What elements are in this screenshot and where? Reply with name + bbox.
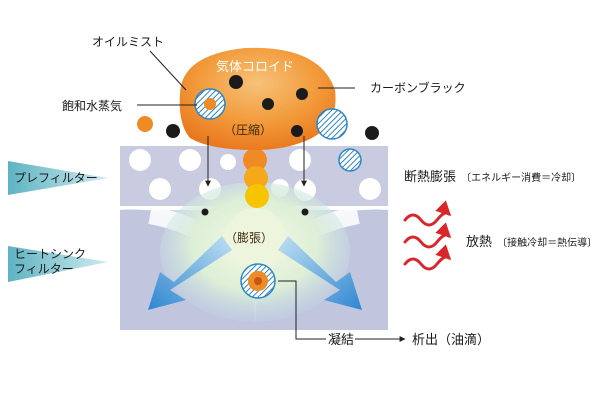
heat-wave-arrow-icon	[403, 200, 452, 271]
prefilter-pointer	[8, 161, 108, 195]
label-heat-release: 放熱 〔接触冷却＝熱伝導〕	[466, 231, 597, 250]
heat-release-note: 〔接触冷却＝熱伝導〕	[497, 236, 597, 249]
compression-stream	[243, 148, 269, 208]
expansion-core	[225, 208, 285, 268]
label-condensation: 凝結	[328, 332, 354, 348]
label-heatsink-1: ヒートシンク	[14, 247, 86, 261]
label-precipitation: 析出（油滴）	[412, 332, 490, 348]
saturated-vapor-particle	[194, 88, 226, 120]
carbon-black-particles	[166, 75, 379, 216]
flow-arrow-right-icon	[278, 236, 362, 310]
oil-mist-particle	[137, 116, 153, 132]
adiabatic-note: 〔エネルギー消費＝冷却〕	[461, 171, 581, 184]
heatsink-pointer	[8, 246, 108, 282]
saturated-vapor-particle-3	[338, 148, 362, 172]
leader-lines	[137, 50, 406, 342]
adiabatic-main: 断熱膨張	[404, 170, 456, 185]
heat-release-main: 放熱	[466, 235, 492, 250]
label-prefilter: プレフィルター	[14, 171, 98, 185]
label-saturated-vapor: 飽和水蒸気	[62, 98, 122, 113]
saturated-vapor-particle-2	[316, 108, 348, 140]
label-expansion: （膨張）	[225, 231, 273, 245]
downflow-arrows	[205, 136, 307, 187]
label-compression: （圧縮）	[224, 122, 272, 137]
label-gas-colloid: 気体コロイド	[216, 59, 294, 75]
condensed-droplet	[240, 263, 276, 299]
flow-arrow-left-icon	[148, 236, 232, 310]
gas-colloid-bubble	[179, 47, 336, 150]
label-carbon-black: カーボンブラック	[370, 80, 466, 95]
label-adiabatic: 断熱膨張 〔エネルギー消費＝冷却〕	[404, 166, 581, 185]
label-oil-mist: オイルミスト	[92, 35, 164, 49]
label-heatsink-2: フィルター	[14, 262, 74, 276]
